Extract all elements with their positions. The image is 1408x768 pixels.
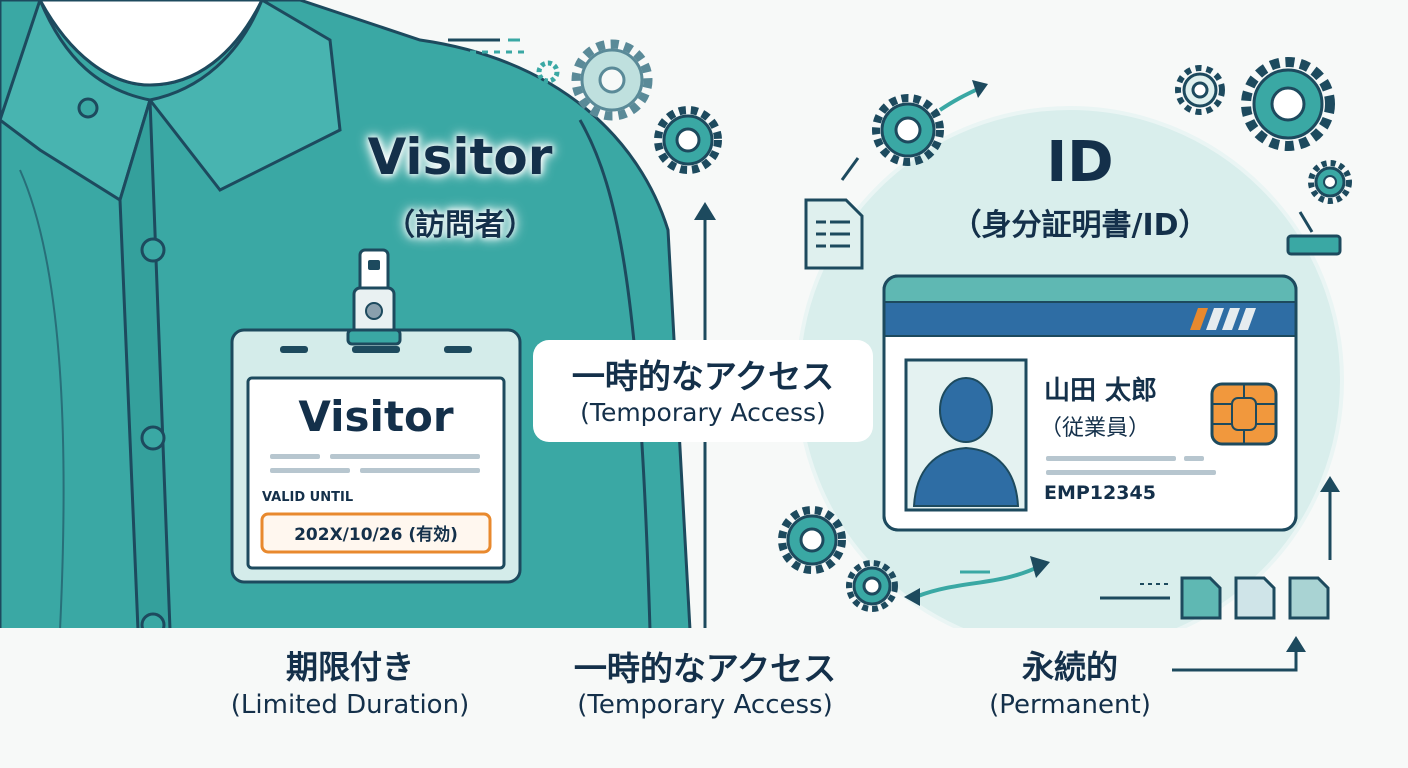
footer-middle-en: (Temporary Access) [577, 690, 833, 720]
valid-date-box [260, 512, 492, 554]
gear-icon [872, 94, 944, 166]
visitor-title: Visitor [367, 128, 553, 186]
visitor-subtitle: （訪問者） [385, 208, 535, 243]
footer-left-jp: 期限付き [285, 648, 414, 686]
shirt-button [140, 425, 166, 451]
badge-valid-label: VALID UNTIL [262, 490, 354, 505]
arrow-icon [1172, 636, 1306, 672]
badge-heading: Visitor [298, 392, 454, 441]
footer-left-en: (Limited Duration) [230, 690, 470, 720]
gear-icon [778, 506, 846, 574]
id-card [882, 274, 1298, 532]
gear-icon [571, 39, 653, 121]
gear-icon [1308, 160, 1352, 204]
gear-icon [846, 560, 898, 612]
chip-icon [1210, 382, 1278, 446]
card-name: 山田 太郎 [1044, 376, 1158, 406]
vertical-arrow-icon [1320, 476, 1340, 560]
document-icon [1180, 576, 1222, 620]
bubble-en-label: (Temporary Access) [580, 398, 826, 427]
temporary-access-bubble [533, 340, 873, 442]
document-icon [1288, 576, 1330, 620]
footer-middle-jp: 一時的なアクセス [573, 649, 837, 688]
shirt-button [140, 237, 166, 263]
badge-valid-date: 202X/10/26 (有効) [294, 525, 458, 545]
arrow-icon [904, 556, 1050, 606]
person-silhouette-icon [912, 377, 1020, 507]
gear-icon [536, 60, 560, 84]
footer-right-en: (Permanent) [989, 690, 1151, 720]
gear-icon [1241, 57, 1335, 151]
footer-right-jp: 永続的 [1021, 648, 1118, 686]
shirt-button [77, 97, 99, 119]
shirt-illustration [0, 0, 692, 638]
id-title: ID [1046, 130, 1114, 195]
id-subtitle: （身分証明書/ID） [951, 208, 1209, 243]
clip-icon [1286, 211, 1342, 256]
document-icon [804, 198, 864, 270]
bubble-jp-label: 一時的なアクセス [571, 357, 835, 396]
document-icon [1234, 576, 1276, 620]
gear-icon [654, 106, 722, 174]
arrow-icon [938, 80, 988, 112]
card-role: （従業員） [1040, 416, 1151, 441]
card-employee-number: EMP12345 [1044, 482, 1156, 504]
visitor-badge [230, 248, 522, 584]
gear-icon [1175, 65, 1225, 115]
